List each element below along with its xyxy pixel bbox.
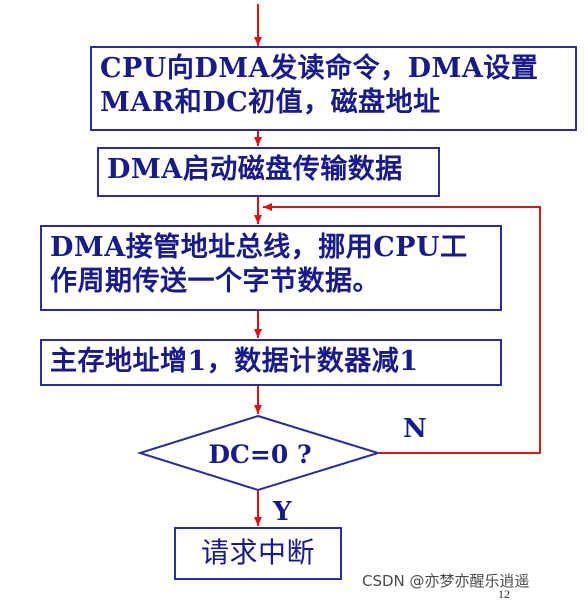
step-3-line-2: 作周期传送一个字节数据。 <box>50 266 380 297</box>
step-2-line-1: DMA启动磁盘传输数据 <box>107 154 403 185</box>
step-3-line-1: DMA接管地址总线，挪用CPU工 <box>50 232 468 263</box>
branch-no-label: N <box>403 414 427 444</box>
page-number: 12 <box>498 587 510 601</box>
step-box-3: DMA接管地址总线，挪用CPU工 作周期传送一个字节数据。 <box>40 225 502 311</box>
branch-yes-label: Y <box>273 497 292 527</box>
step-box-1: CPU向DMA发读命令，DMA设置 MAR和DC初值，磁盘地址 <box>90 46 577 131</box>
step-1-line-1: CPU向DMA发读命令，DMA设置 <box>100 53 539 84</box>
loop-back-line <box>263 203 541 454</box>
step-box-4: 主存地址增1，数据计数器减1 <box>40 339 502 386</box>
watermark: CSDN @亦梦亦醒乐逍遥 <box>362 572 530 590</box>
end-box: 请求中断 <box>174 527 342 580</box>
end-label: 请求中断 <box>200 536 315 569</box>
step-box-2: DMA启动磁盘传输数据 <box>97 147 440 197</box>
decision-label: DC=0 ? <box>208 440 312 469</box>
step-4-line-1: 主存地址增1，数据计数器减1 <box>50 346 419 377</box>
step-1-line-2: MAR和DC初值，磁盘地址 <box>100 87 441 118</box>
